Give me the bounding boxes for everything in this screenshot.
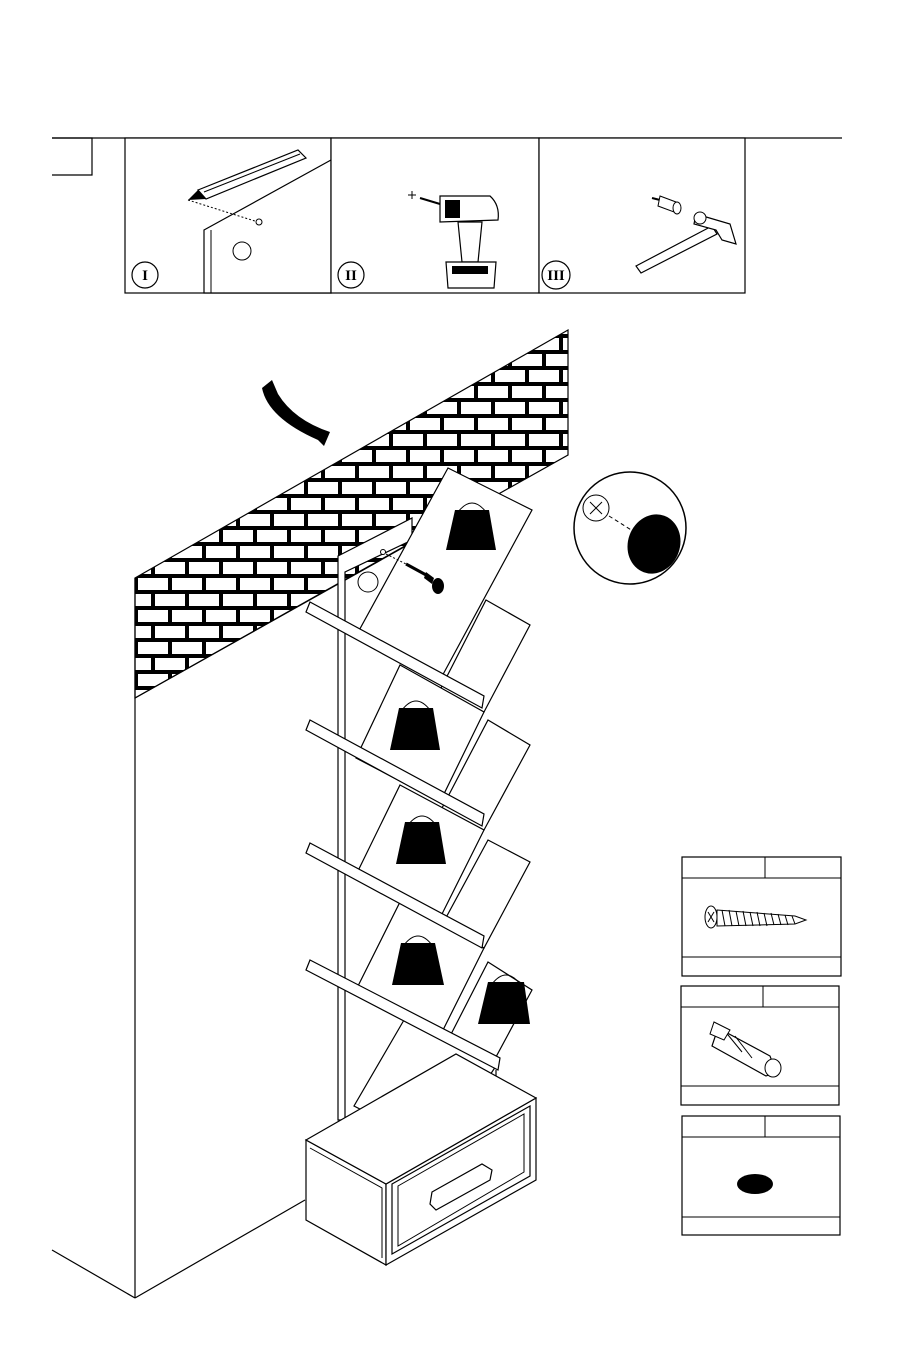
screw-cap-icon	[737, 1174, 773, 1194]
step-numeral-badge: III	[542, 261, 570, 289]
hardware-box-screw	[682, 857, 841, 976]
step-number-box	[52, 138, 92, 175]
svg-text:II: II	[345, 268, 357, 284]
step-numeral-badge: I	[132, 262, 158, 288]
step-numeral-badge: II	[338, 262, 364, 288]
detail-zoom-circle	[574, 472, 689, 584]
step-panel-3: III	[539, 138, 745, 293]
bookshelf	[306, 468, 536, 1265]
hardware-box-anchor	[681, 986, 839, 1105]
curved-arrow-icon	[262, 380, 330, 446]
svg-text:I: I	[142, 268, 148, 284]
hardware-box-cap	[682, 1116, 840, 1235]
step-panel-1: I	[125, 138, 331, 293]
step-panel-2: II	[331, 138, 539, 293]
svg-text:III: III	[547, 268, 565, 284]
